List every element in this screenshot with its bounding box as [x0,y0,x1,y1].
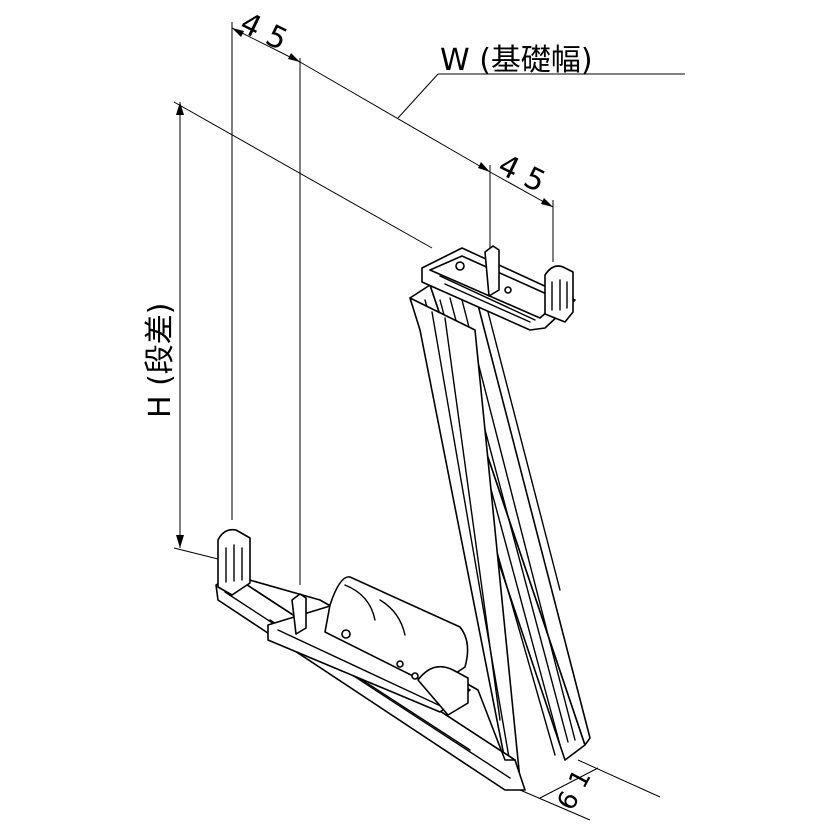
bottom-left-clip [217,528,307,635]
dim-top-right-45: 4 5 [492,148,550,200]
dim-top-left-45: 4 5 [234,6,292,58]
dim-height-label: H (段差) [143,302,178,418]
dim-width-label: W (基礎幅) [440,43,593,78]
dimension-lines [173,22,685,821]
riser-frame [409,284,591,787]
top-bracket [421,245,576,331]
